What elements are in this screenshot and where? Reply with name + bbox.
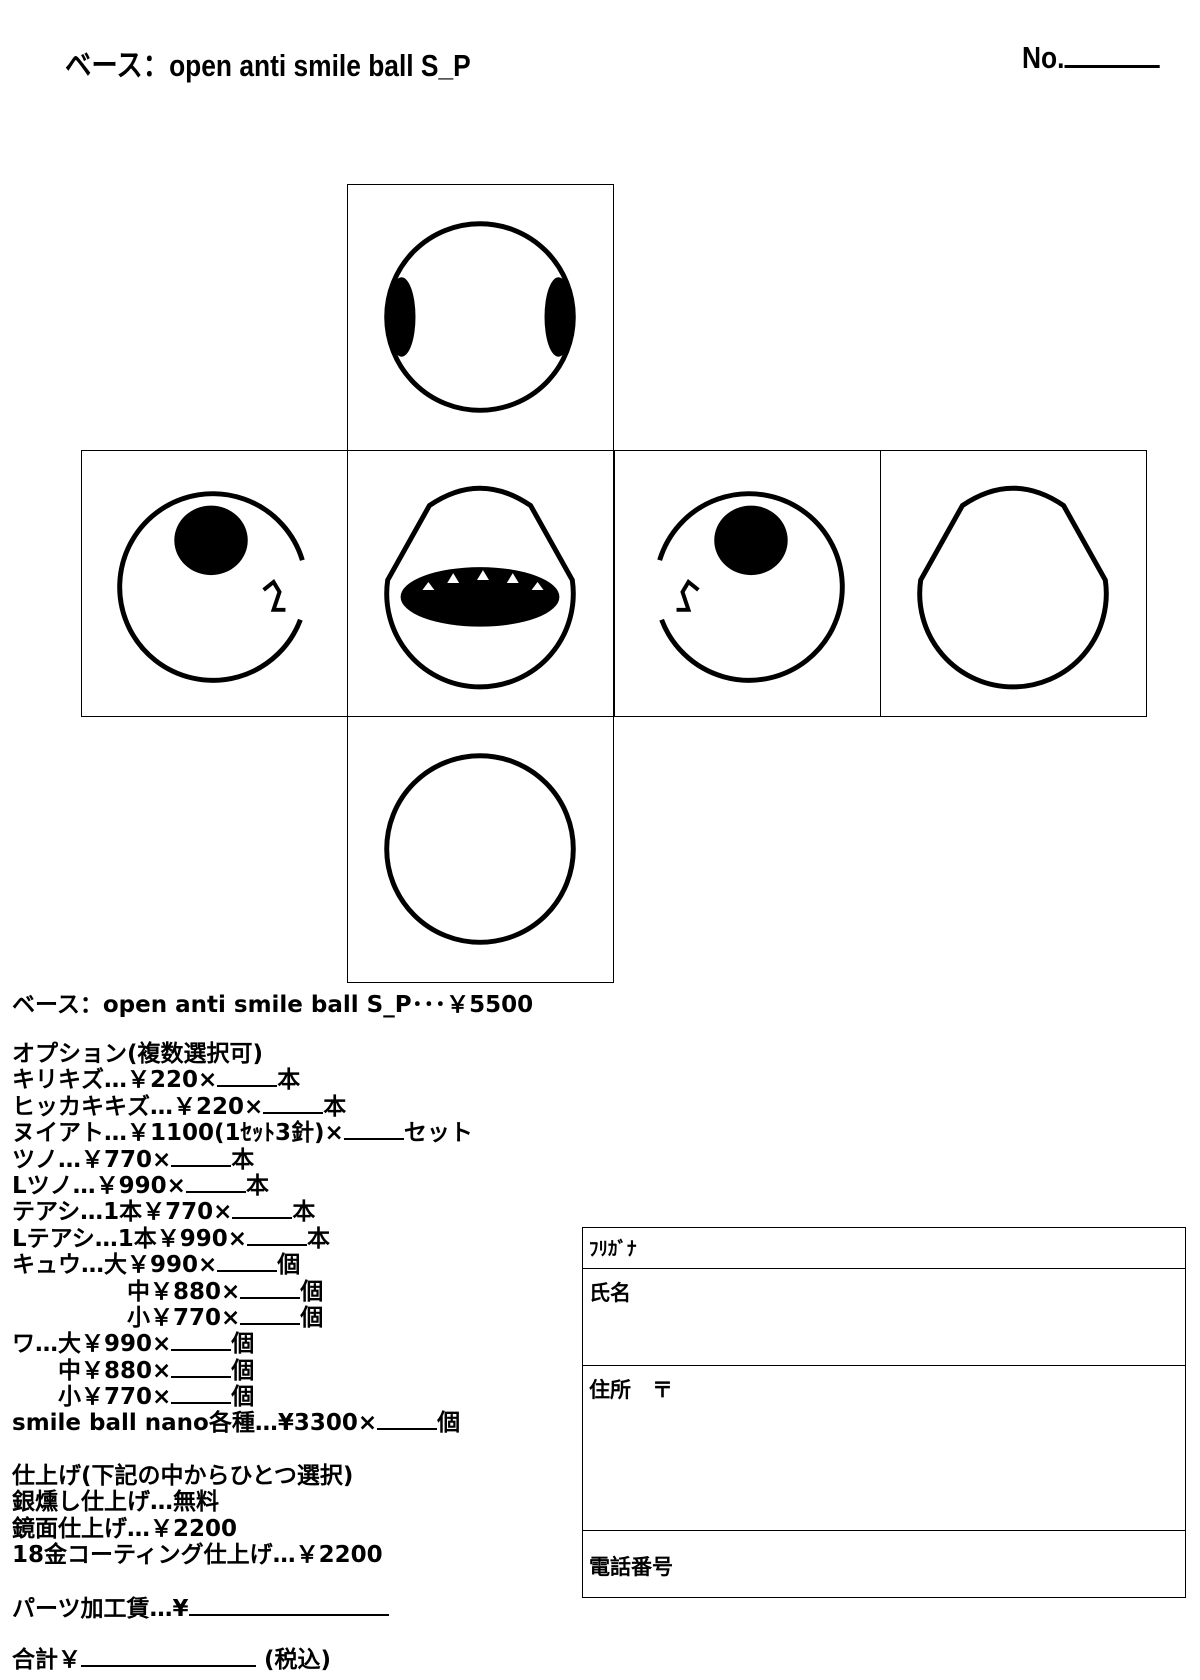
option-item: Lテアシ…1本￥990× 本: [12, 1226, 473, 1252]
face-front-mouth-icon: [384, 485, 576, 690]
option-item: キリキズ…￥220× 本: [12, 1067, 473, 1093]
option-item: キュウ…大￥990× 個: [12, 1252, 473, 1278]
option-price: ツノ…￥770×: [12, 1146, 172, 1173]
order-number: No.: [1022, 40, 1160, 76]
option-item: ワ…大￥990× 個: [12, 1331, 473, 1357]
option-unit: 個: [231, 1357, 255, 1384]
option-quantity-blank[interactable]: [217, 1252, 278, 1273]
total: 合計￥ (税込): [12, 1647, 331, 1673]
option-price: smile ball nano各種…¥3300×: [12, 1410, 378, 1437]
option-item: 中￥880× 個: [12, 1358, 473, 1384]
option-price: 小￥770×: [12, 1384, 172, 1411]
total-blank[interactable]: [81, 1647, 256, 1667]
option-unit: 本: [292, 1199, 316, 1226]
option-price: キュウ…大￥990×: [12, 1252, 218, 1279]
option-quantity-blank[interactable]: [377, 1410, 438, 1431]
option-quantity-blank[interactable]: [343, 1120, 404, 1141]
option-price: ヌイアト…￥1100(1ｾｯﾄ3針)×: [12, 1120, 344, 1147]
furigana-label: ﾌﾘｶﾞﾅ: [589, 1238, 637, 1260]
option-quantity-blank[interactable]: [247, 1226, 308, 1246]
option-unit: 個: [231, 1384, 255, 1411]
face-front: [347, 450, 614, 717]
finish-option-gold: 18金コーティング仕上げ…￥2200: [12, 1542, 383, 1569]
face-bottom: [347, 716, 614, 983]
total-label: 合計￥: [12, 1647, 81, 1673]
option-quantity-blank[interactable]: [171, 1384, 232, 1405]
customer-form: ﾌﾘｶﾞﾅ 氏名 住所 〒 電話番号: [582, 1227, 1186, 1598]
option-item: ツノ…￥770× 本: [12, 1147, 473, 1173]
option-item: テアシ…1本￥770× 本: [12, 1199, 473, 1225]
option-quantity-blank[interactable]: [240, 1279, 301, 1299]
option-item: smile ball nano各種…¥3300× 個: [12, 1410, 473, 1436]
processing-fee: パーツ加工賃…¥: [12, 1596, 389, 1622]
furigana-field[interactable]: ﾌﾘｶﾞﾅ: [583, 1228, 1185, 1269]
option-price: 中￥880×: [12, 1357, 172, 1384]
number-label: No.: [1022, 40, 1065, 75]
finish-option-mirror: 鏡面仕上げ…￥2200: [12, 1515, 238, 1542]
face-top: [347, 184, 614, 451]
option-unit: 個: [300, 1278, 324, 1305]
option-item: 小￥770× 個: [12, 1384, 473, 1410]
face-left: [81, 450, 348, 717]
option-unit: 個: [231, 1331, 255, 1358]
address-label: 住所 〒: [589, 1378, 673, 1402]
name-field[interactable]: 氏名: [583, 1269, 1185, 1366]
option-price: 中￥880×: [12, 1278, 241, 1305]
base-price: ベース：open anti smile ball S_P･･･￥5500: [12, 992, 534, 1018]
option-price: ヒッカキキズ…￥220×: [12, 1093, 264, 1120]
option-unit: 個: [300, 1304, 324, 1331]
option-quantity-blank[interactable]: [232, 1199, 293, 1220]
total-suffix: (税込): [264, 1647, 332, 1673]
options-list: オプション(複数選択可) キリキズ…￥220×本ヒッカキキズ…￥220×本ヌイア…: [12, 1041, 473, 1437]
phone-label: 電話番号: [589, 1555, 673, 1579]
options-heading: オプション(複数選択可): [12, 1041, 264, 1067]
option-price: Lテアシ…1本￥990×: [12, 1225, 248, 1252]
processing-fee-blank[interactable]: [188, 1596, 389, 1616]
face-left-eye-icon: [117, 491, 305, 683]
option-quantity-blank[interactable]: [185, 1173, 246, 1193]
processing-fee-label: パーツ加工賃…¥: [12, 1596, 189, 1622]
name-label: 氏名: [589, 1281, 631, 1305]
face-back: [880, 450, 1147, 717]
option-item: 小￥770× 個: [12, 1305, 473, 1331]
option-quantity-blank[interactable]: [217, 1067, 278, 1088]
finish-option-silver: 銀燻し仕上げ…無料: [12, 1489, 219, 1516]
option-item: ヌイアト…￥1100(1ｾｯﾄ3針)× セット: [12, 1120, 473, 1146]
finish-list: 仕上げ(下記の中からひとつ選択) 銀燻し仕上げ…無料 鏡面仕上げ…￥2200 1…: [12, 1463, 383, 1569]
option-item: ヒッカキキズ…￥220× 本: [12, 1094, 473, 1120]
option-unit: 本: [245, 1172, 269, 1199]
face-bottom-blank-icon: [384, 753, 576, 945]
option-quantity-blank[interactable]: [263, 1094, 324, 1114]
option-unit: 個: [277, 1252, 301, 1279]
option-item: Lツノ…￥990× 本: [12, 1173, 473, 1199]
option-quantity-blank[interactable]: [171, 1147, 232, 1167]
option-price: 小￥770×: [12, 1304, 241, 1331]
option-unit: 本: [307, 1225, 331, 1252]
option-quantity-blank[interactable]: [171, 1358, 232, 1378]
face-right-eye-icon: [657, 491, 845, 683]
option-price: Lツノ…￥990×: [12, 1172, 186, 1199]
option-quantity-blank[interactable]: [240, 1305, 301, 1325]
page-title: ベース：open anti smile ball S_P: [65, 48, 471, 83]
face-top-side-eyes-icon: [384, 221, 576, 413]
option-item: 中￥880× 個: [12, 1279, 473, 1305]
finish-heading: 仕上げ(下記の中からひとつ選択): [12, 1463, 354, 1489]
address-field[interactable]: 住所 〒: [583, 1366, 1185, 1531]
option-price: キリキズ…￥220×: [12, 1067, 218, 1094]
option-unit: 本: [277, 1067, 301, 1094]
number-blank[interactable]: [1064, 47, 1160, 68]
phone-field[interactable]: 電話番号: [583, 1531, 1185, 1597]
option-unit: セット: [403, 1120, 473, 1147]
option-quantity-blank[interactable]: [171, 1331, 232, 1352]
face-back-blank-icon: [917, 485, 1109, 690]
face-right: [614, 450, 881, 717]
option-unit: 本: [323, 1093, 347, 1120]
option-unit: 本: [231, 1146, 255, 1173]
option-unit: 個: [437, 1410, 461, 1437]
option-price: テアシ…1本￥770×: [12, 1199, 233, 1226]
option-price: ワ…大￥990×: [12, 1331, 172, 1358]
